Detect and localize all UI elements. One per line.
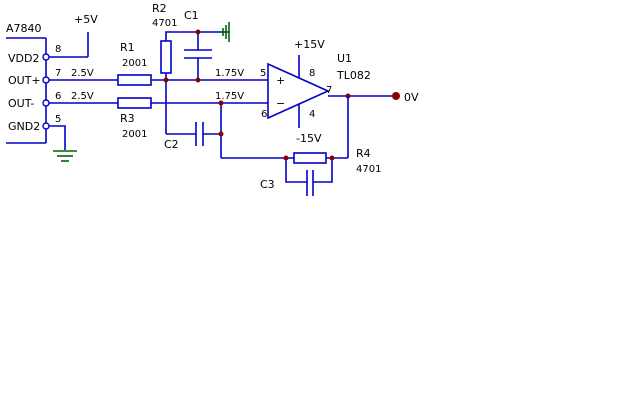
junction-inv (218, 100, 224, 106)
r4-name: R4 (356, 147, 371, 160)
pin-6-number: 6 (261, 109, 267, 120)
connector-name: A7840 (6, 22, 42, 35)
out-plus-branch: 2.5V R1 2001 1.75V (49, 41, 268, 86)
pin-label-vdd2: VDD2 (8, 52, 39, 65)
vcc-supply: +5V (49, 13, 98, 58)
opamp-u1: + − 5 6 7 8 4 +15V -15V U1 TL082 (260, 38, 371, 145)
r1-name: R1 (120, 41, 135, 54)
r3-value: 2001 (122, 129, 147, 140)
pin-label-out-plus: OUT+ (8, 74, 41, 87)
pin-circle-8 (42, 53, 50, 61)
c3-left-wire (285, 158, 307, 183)
opamp-plus-sign: + (276, 74, 285, 87)
pin-circle-7 (42, 76, 50, 84)
r2-value: 4701 (152, 18, 177, 29)
pin-number-6: 6 (55, 91, 61, 102)
c2-network: C2 (163, 77, 224, 158)
pin-7-number: 7 (326, 85, 332, 96)
c2-name: C2 (164, 138, 179, 151)
output-voltage: 0V (404, 91, 419, 104)
r2-top-wire (165, 31, 229, 41)
junction-c1-bottom (195, 77, 201, 83)
pin-label-out-minus: OUT- (8, 97, 34, 110)
r4-value: 4701 (356, 164, 381, 175)
pos-supply-label: +15V (294, 38, 325, 51)
neg-supply-label: -15V (296, 132, 322, 145)
r3-name: R3 (120, 112, 135, 125)
junction-r2-top (195, 29, 201, 35)
junction-node-a (163, 77, 169, 83)
output-terminal (392, 92, 400, 100)
out-minus-voltage: 2.5V (71, 91, 94, 102)
inv-voltage: 1.75V (215, 91, 244, 102)
pin-number-8: 8 (55, 44, 61, 55)
resistor-r4 (293, 152, 327, 164)
pin-number-7: 7 (55, 68, 61, 79)
gnd2-ground (49, 125, 77, 162)
pin-number-5: 5 (55, 114, 61, 125)
r2-name: R2 (152, 2, 167, 15)
c3-name: C3 (260, 178, 275, 191)
opamp-ref: U1 (337, 52, 352, 65)
resistor-r2 (160, 40, 172, 74)
resistor-r3 (117, 97, 152, 109)
gnd2-wire (49, 125, 66, 150)
pin-circle-6 (42, 99, 50, 107)
junction-r4-left (283, 155, 289, 161)
pin-5-number: 5 (260, 68, 266, 79)
r2-c1-network: R2 4701 C1 (152, 2, 230, 83)
r4-c3-network: R4 4701 C3 (221, 96, 381, 196)
pin-8-number: 8 (309, 68, 315, 79)
out-minus-branch: 2.5V R3 2001 1.75V (49, 91, 268, 140)
opamp-part: TL082 (336, 69, 371, 82)
vcc-label: +5V (74, 13, 98, 26)
noninv-voltage: 1.75V (215, 68, 244, 79)
r1-value: 2001 (122, 58, 147, 69)
pin-label-gnd2: GND2 (8, 120, 40, 133)
c3-right-wire (313, 158, 333, 183)
junction-r4-right (329, 155, 335, 161)
output-branch: 0V (328, 91, 419, 104)
pin-circle-5 (42, 122, 50, 130)
pin-4-number: 4 (309, 109, 315, 120)
opamp-minus-sign: − (276, 97, 285, 110)
c1-name: C1 (184, 9, 199, 22)
opamp-triangle (267, 62, 330, 120)
out-plus-voltage: 2.5V (71, 68, 94, 79)
resistor-r1 (117, 74, 152, 86)
junction-c2-right (218, 131, 224, 137)
connector-a7840: A7840 VDD2 OUT+ OUT- GND2 8 7 6 5 (6, 22, 61, 144)
